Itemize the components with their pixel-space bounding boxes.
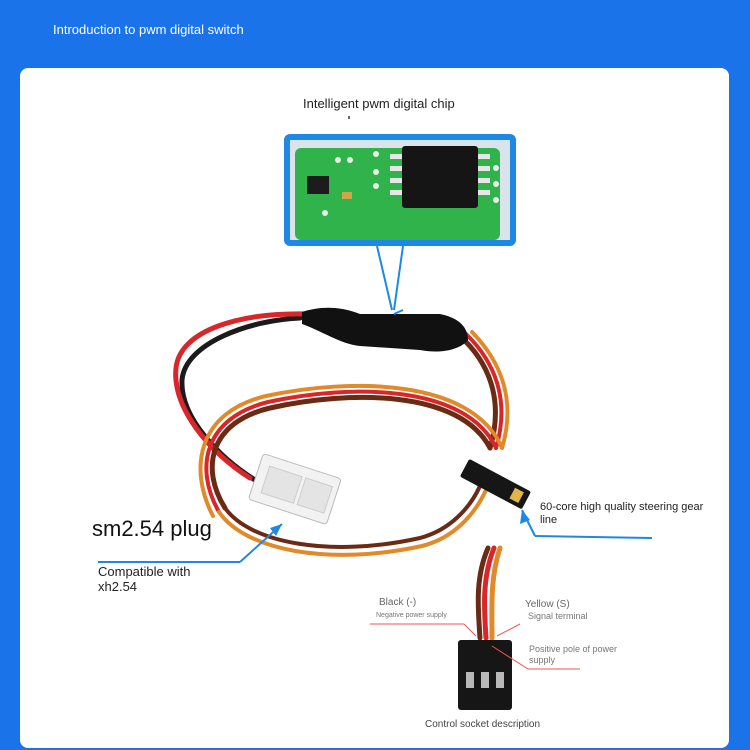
product-card: Intelligent pwm digital chip sm2.54 plug… [20,68,729,748]
chip-callout-line-right [393,245,404,311]
sm254-plug-icon [248,453,341,525]
signal-terminal-label: Signal terminal [528,611,588,621]
pcb-pads [322,151,499,216]
pcb-component [307,176,329,194]
signal-callout-line [496,623,521,637]
heat-shrink-sleeve [302,307,468,352]
chip-callout-line-left [376,245,393,311]
pwm-chip-icon [402,146,478,208]
control-socket-caption: Control socket description [425,719,541,730]
steering-gear-wires [173,311,510,641]
chip-pins [390,154,490,195]
negative-supply-label: Negative power supply [376,612,447,619]
compatible-label: Compatible with xh2.54 [98,564,191,594]
yellow-wire-label: Yellow (S) [525,599,570,610]
steering-gear-label: 60-core high quality steering gear line [540,501,704,526]
dupont-connector-icon [460,459,531,509]
plug-title: sm2.54 plug [92,516,212,541]
steering-callout-line [534,535,653,539]
positive-supply-label: Positive pole of power supply [529,644,618,665]
socket-pins [466,672,504,688]
product-illustration [98,116,653,710]
pcb-resistor [342,192,352,199]
chip-title: Intelligent pwm digital chip [303,96,455,111]
black-wire-label: Black (-) [379,597,417,608]
page-header-title: Introduction to pwm digital switch [53,22,244,37]
